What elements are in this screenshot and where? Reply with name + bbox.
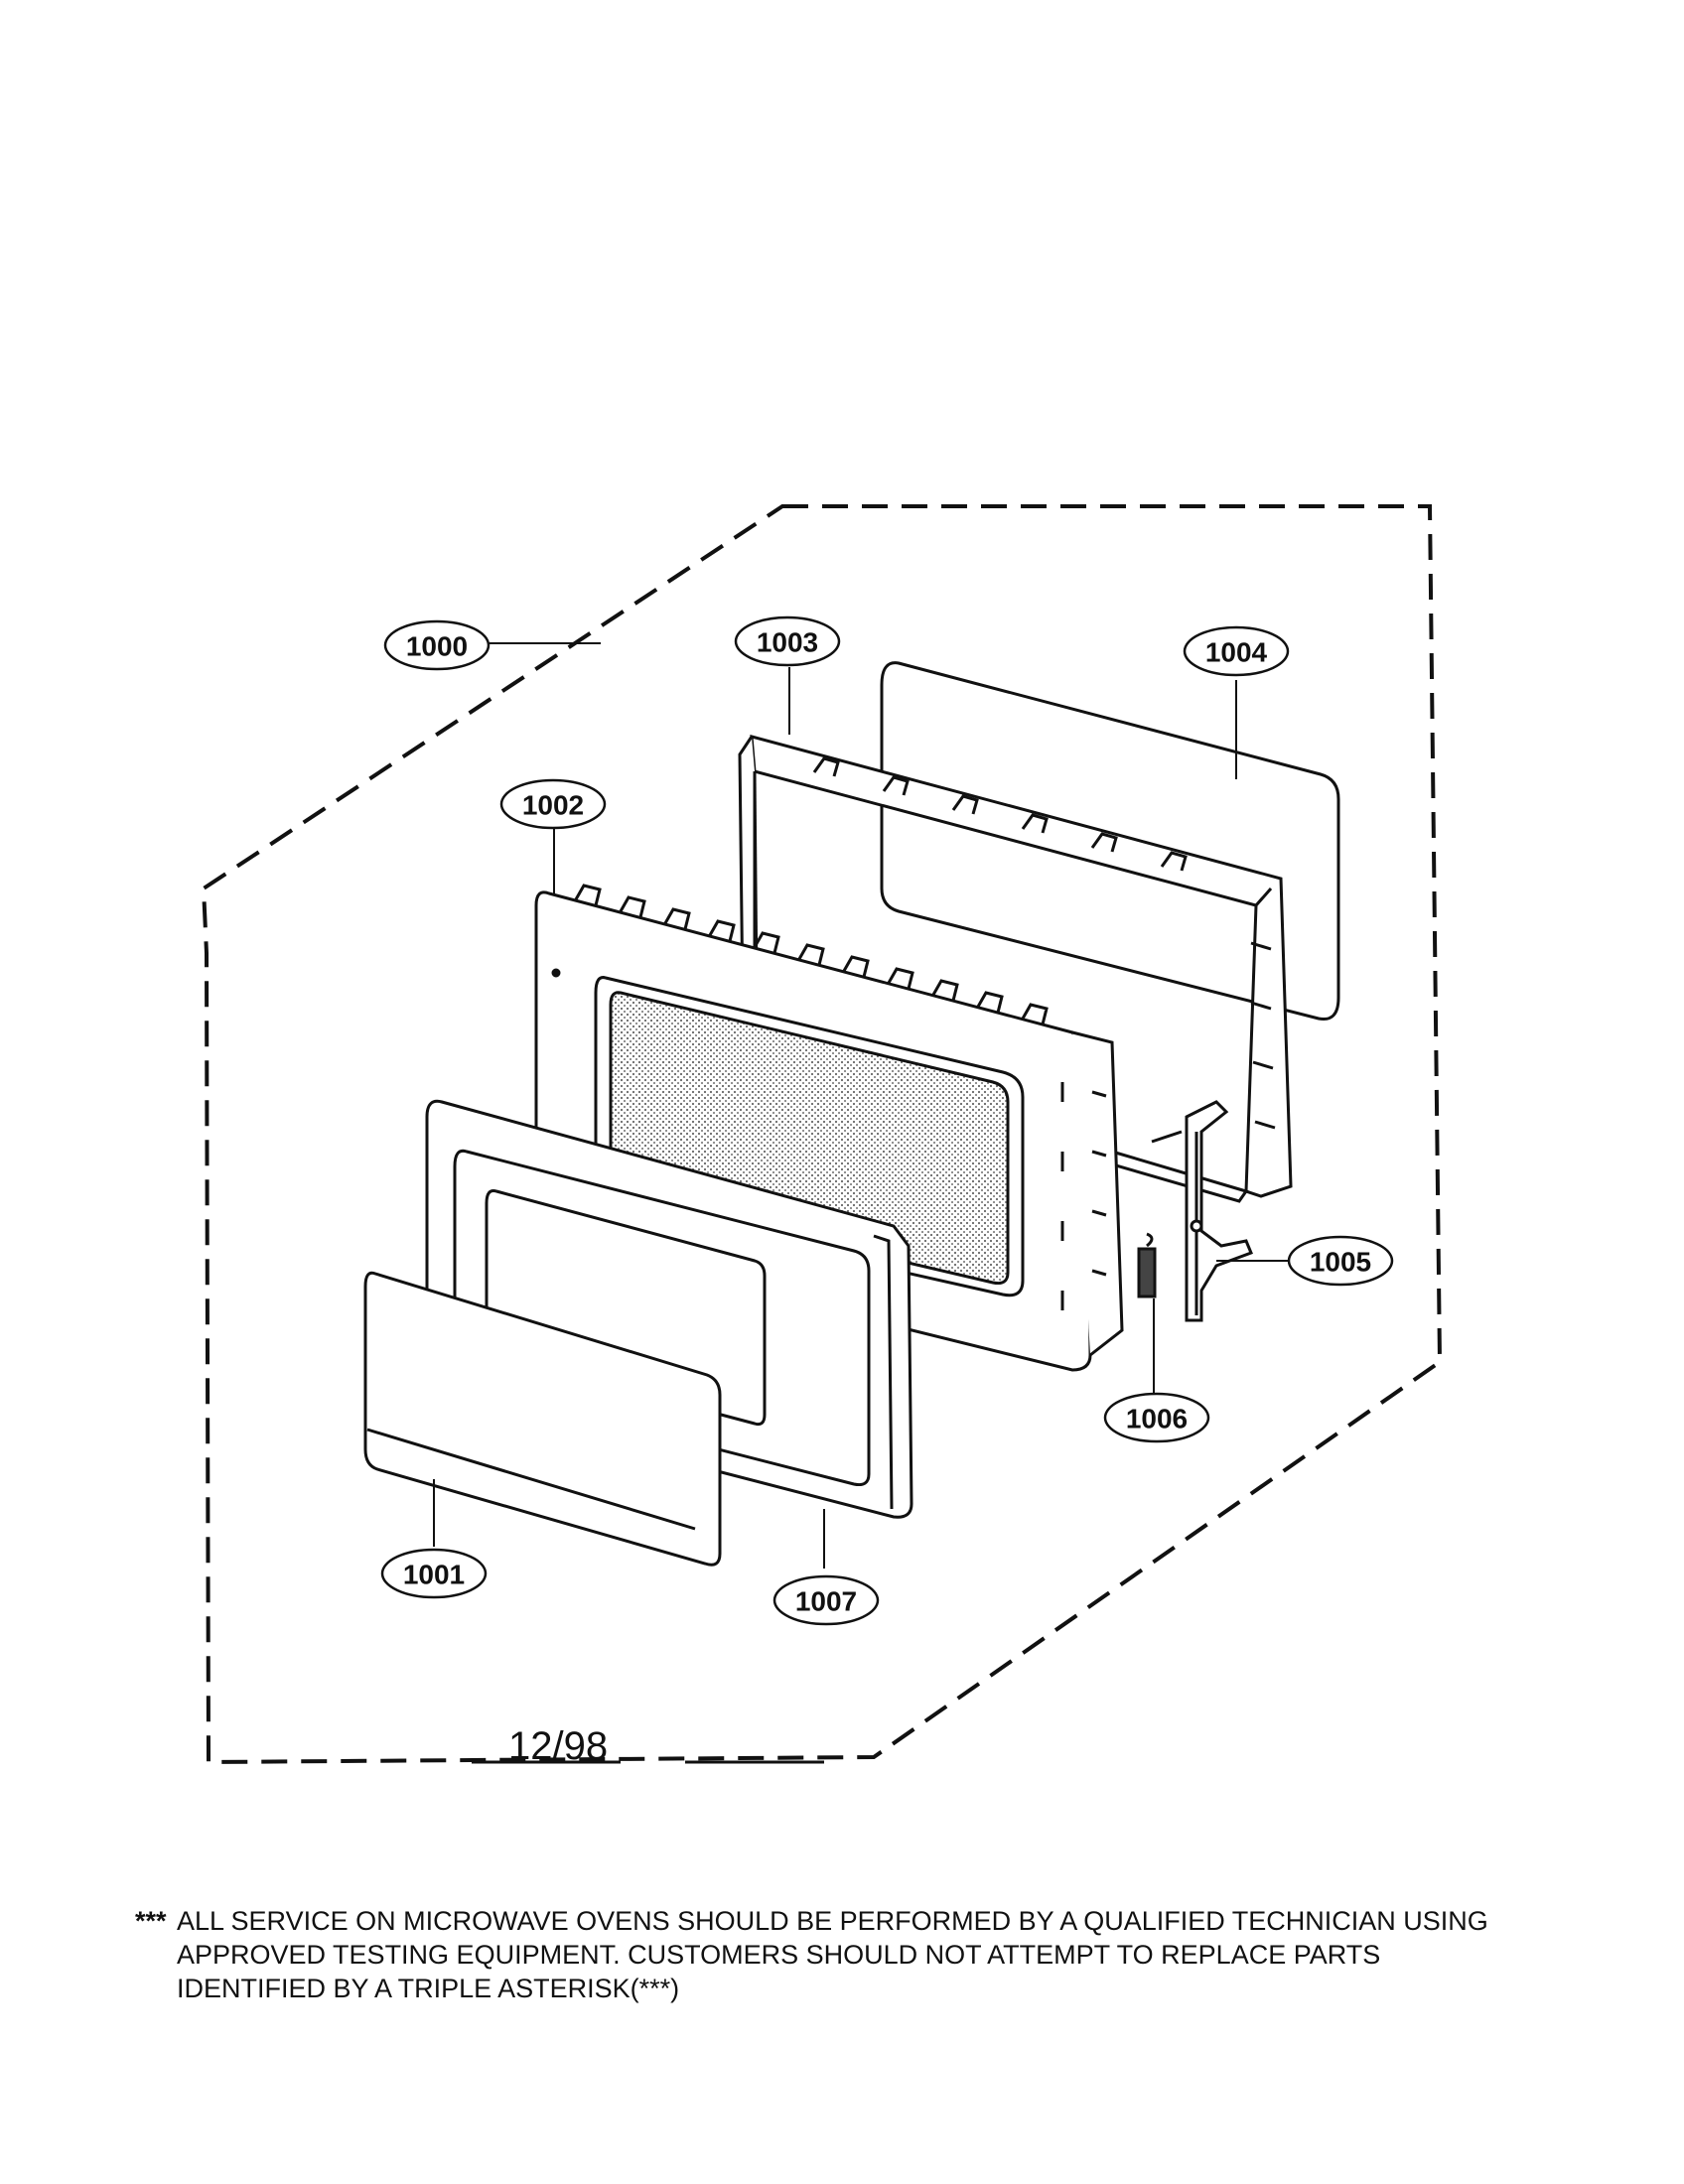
callout-label-1001: 1001 — [403, 1560, 465, 1590]
callout-label-1007: 1007 — [795, 1586, 857, 1617]
callout-1005 — [1287, 1235, 1394, 1287]
note-line-3: IDENTIFIED BY A TRIPLE ASTERISK(***) — [177, 1974, 680, 2003]
callout-label-1002: 1002 — [522, 790, 584, 821]
part-1006-spring — [1137, 1232, 1157, 1298]
callout-label-1006: 1006 — [1126, 1404, 1188, 1434]
callout-1003 — [734, 615, 841, 667]
triple-asterisk-marker: *** — [135, 1906, 167, 1936]
part-1001-door-panel — [363, 1271, 722, 1567]
callouts — [380, 615, 1394, 1626]
callout-1007 — [772, 1574, 880, 1626]
callout-label-1000: 1000 — [406, 631, 468, 662]
leader-lines — [433, 642, 1291, 1569]
callout-label-1005: 1005 — [1310, 1247, 1371, 1278]
callout-labels: 1000 1003 1004 1002 1005 1006 1001 1007 — [403, 627, 1371, 1617]
callout-1001 — [380, 1548, 488, 1599]
note-line-1: ALL SERVICE ON MICROWAVE OVENS SHOULD BE… — [177, 1906, 1488, 1936]
callout-label-1004: 1004 — [1205, 637, 1268, 668]
callout-1006 — [1103, 1392, 1210, 1443]
note-line-2: APPROVED TESTING EQUIPMENT. CUSTOMERS SH… — [177, 1940, 1381, 1970]
callout-1004 — [1183, 625, 1290, 677]
assembly-boundary — [201, 504, 1443, 1765]
service-warning-note: *** ALL SERVICE ON MICROWAVE OVENS SHOUL… — [135, 1904, 1567, 2005]
callout-label-1003: 1003 — [757, 627, 818, 658]
callout-1002 — [499, 778, 607, 830]
part-1003-frame — [738, 734, 1293, 1203]
callout-1000 — [383, 619, 491, 671]
part-1005-latch — [1151, 1100, 1253, 1322]
